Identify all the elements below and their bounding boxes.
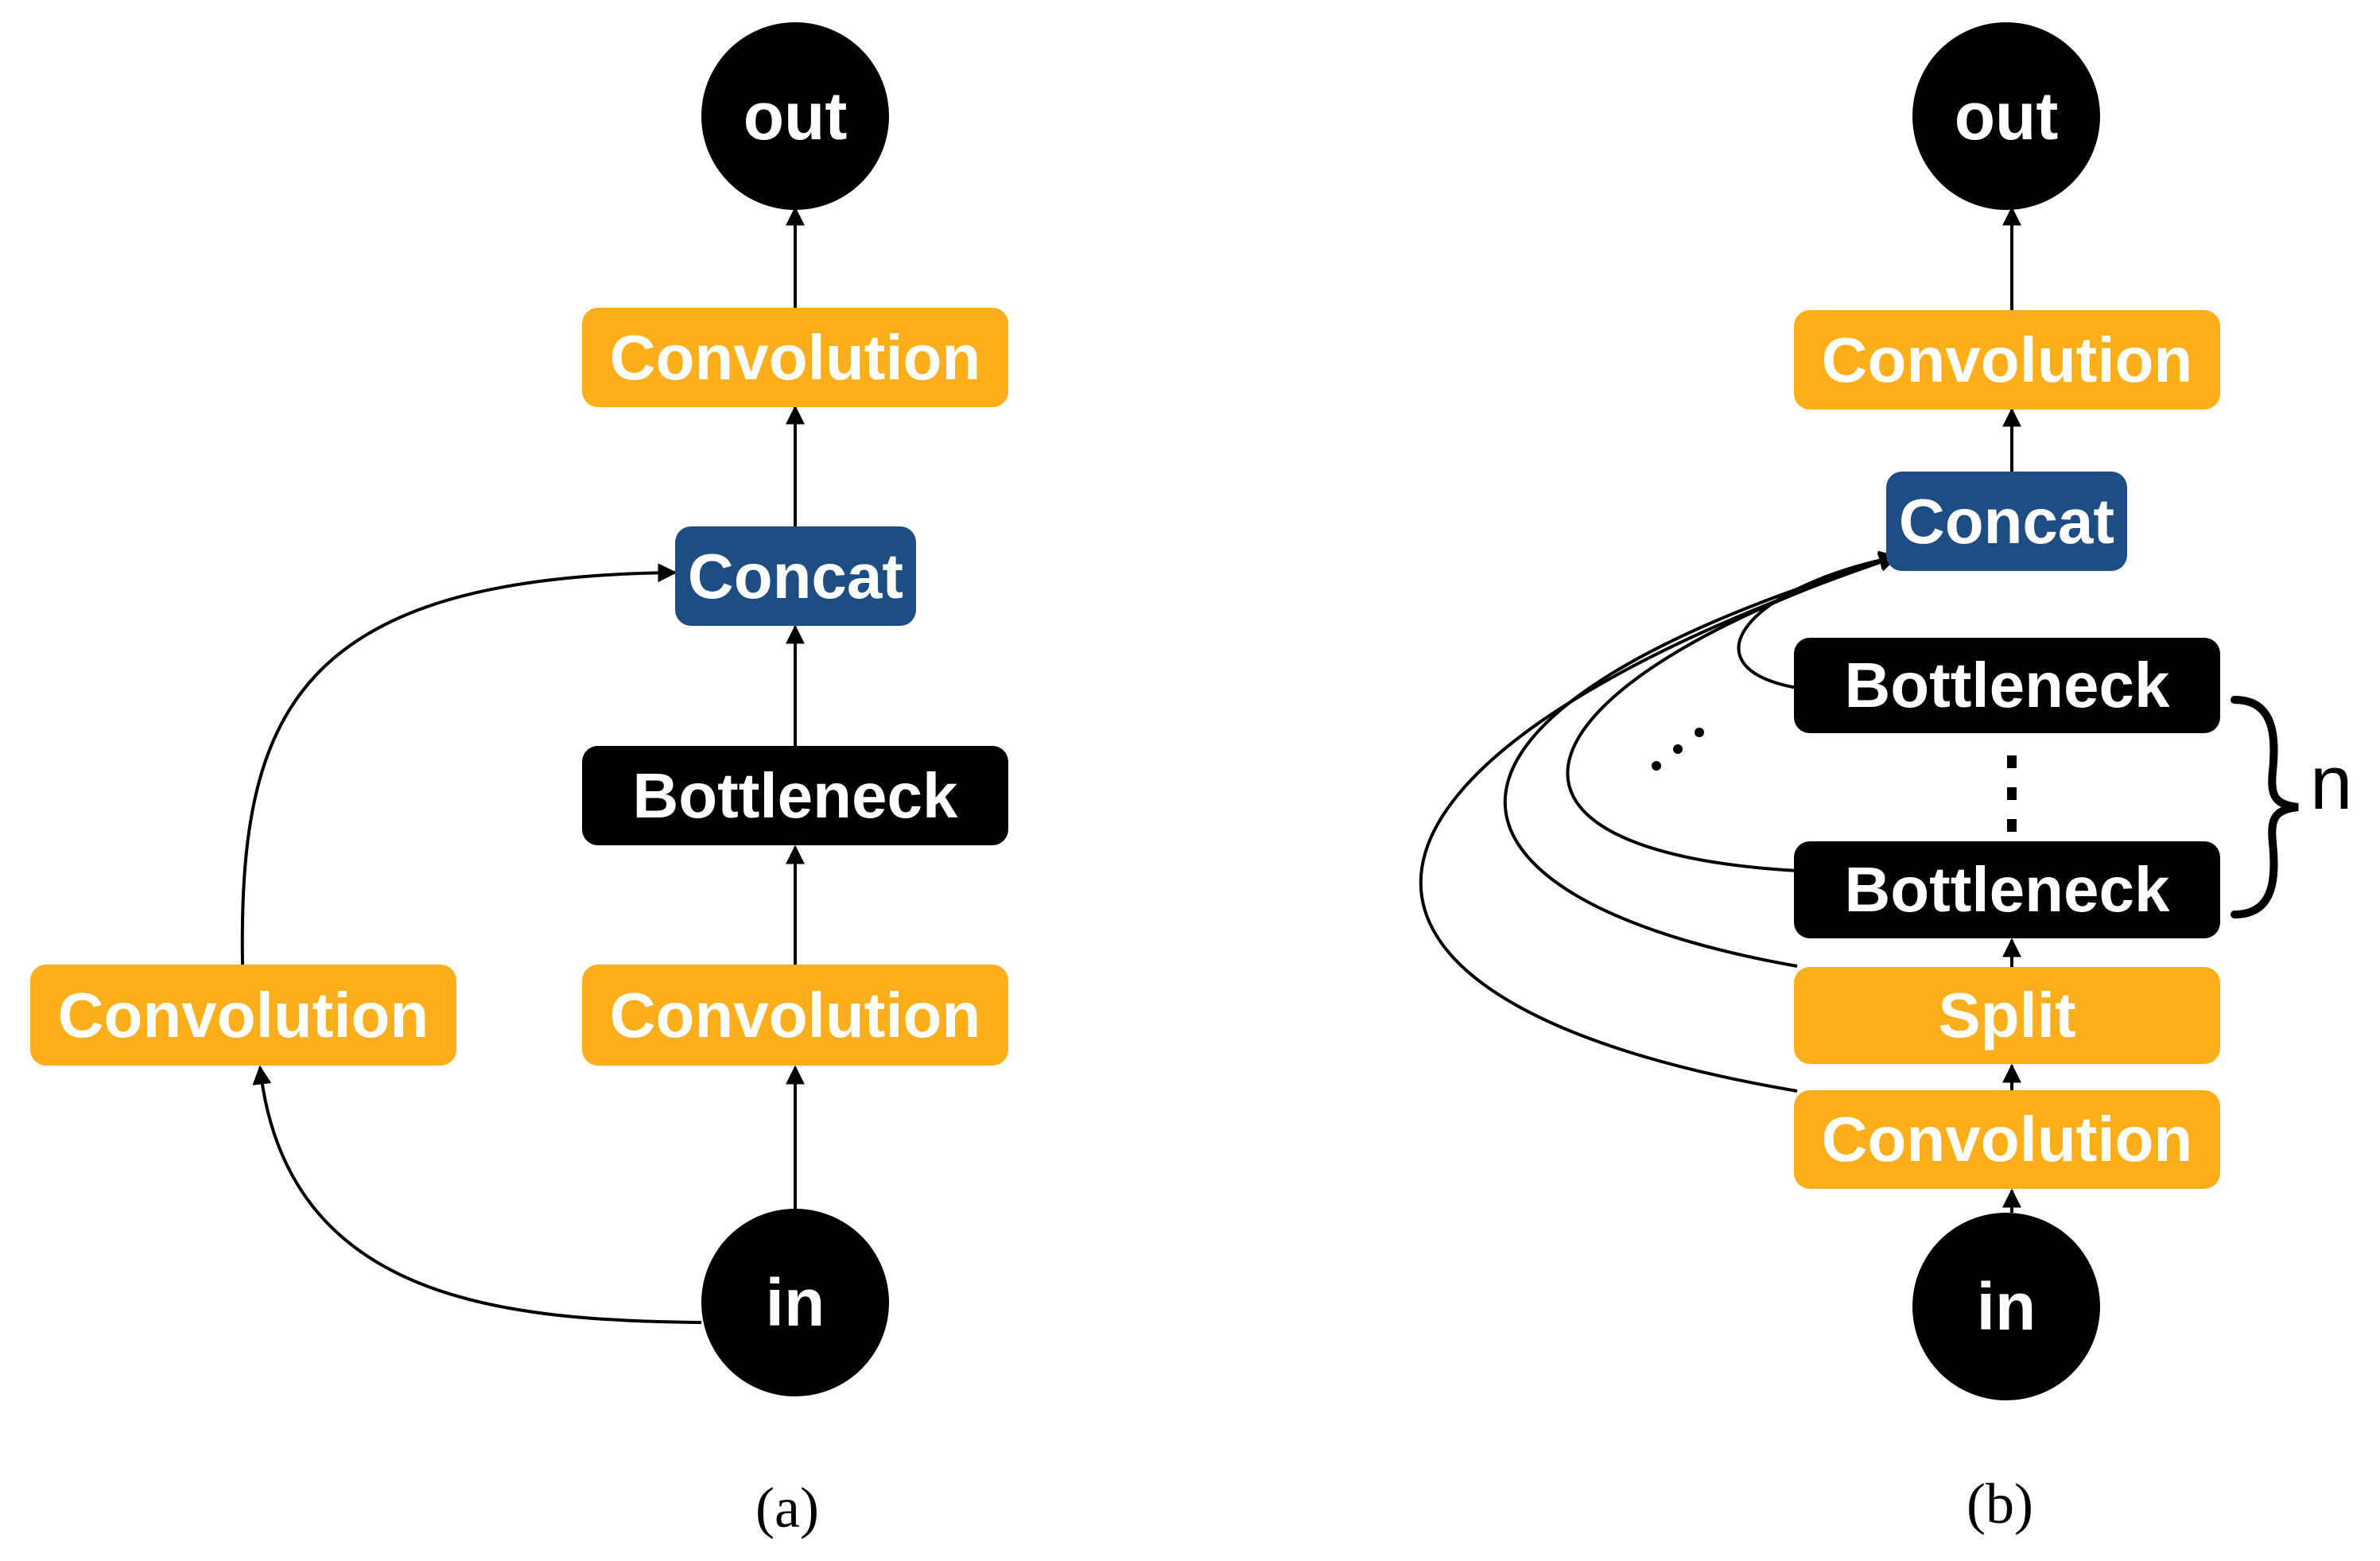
arrow-b-bottleneck-bottom-to-concat (1566, 553, 1899, 872)
ellipsis-dot (1652, 761, 1661, 771)
vertical-ellipsis-dot (2007, 819, 2017, 832)
arrow-a-side-conv-to-concat (240, 563, 678, 965)
bottleneck-top-label-b: Bottleneck (1844, 650, 2170, 720)
out-label-a: out (743, 78, 848, 153)
arrow-b-bottleneck-top-to-concat (1737, 550, 1899, 689)
out-node-a: out (701, 22, 889, 210)
convolution-top-a: Convolution (582, 308, 1008, 407)
convolution-top-label-b: Convolution (1821, 324, 2193, 395)
concat-label-b: Concat (1898, 485, 2115, 557)
bottleneck-top-b: Bottleneck (1794, 638, 2220, 733)
convolution-top-label-a: Convolution (609, 321, 981, 393)
bottleneck-node-a: Bottleneck (582, 746, 1008, 845)
in-node-b: in (1912, 1213, 2100, 1400)
bottleneck-bottom-b: Bottleneck (1794, 841, 2220, 938)
concat-label-a: Concat (687, 540, 904, 612)
convolution-side-a: Convolution (30, 965, 456, 1066)
convolution-main-a: Convolution (582, 965, 1008, 1066)
convolution-side-label-a: Convolution (57, 979, 429, 1050)
repeat-count-label: n (2310, 740, 2353, 825)
vertical-ellipsis-dot (2007, 787, 2017, 800)
caption-a: (a) (755, 1476, 819, 1540)
arrow-b-split-to-concat (1504, 552, 1899, 968)
bottleneck-label-a: Bottleneck (632, 759, 958, 831)
in-label-b: in (1976, 1268, 2036, 1344)
in-label-a: in (765, 1264, 825, 1340)
split-label-b: Split (1938, 980, 2076, 1050)
concat-node-b: Concat (1886, 472, 2127, 571)
ellipsis-dot (1673, 744, 1683, 754)
convolution-top-b: Convolution (1794, 310, 2220, 410)
out-label-b: out (1954, 78, 2059, 153)
in-node-a: in (701, 1209, 889, 1396)
caption-b: (b) (1967, 1472, 2033, 1536)
arrow-a-in-to-side-conv (252, 1065, 702, 1324)
split-node-b: Split (1794, 967, 2220, 1064)
out-node-b: out (1912, 22, 2100, 210)
convolution-main-label-a: Convolution (609, 979, 981, 1050)
concat-node-a: Concat (675, 526, 916, 626)
arrow-b-conv-to-concat (1419, 553, 1899, 1093)
bottleneck-bottom-label-b: Bottleneck (1844, 854, 2170, 925)
vertical-ellipsis-dot (2007, 755, 2017, 768)
repeat-brace (2231, 696, 2299, 918)
convolution-bottom-b: Convolution (1794, 1090, 2220, 1189)
ellipsis-dot (1695, 728, 1704, 737)
convolution-bottom-label-b: Convolution (1821, 1104, 2193, 1175)
